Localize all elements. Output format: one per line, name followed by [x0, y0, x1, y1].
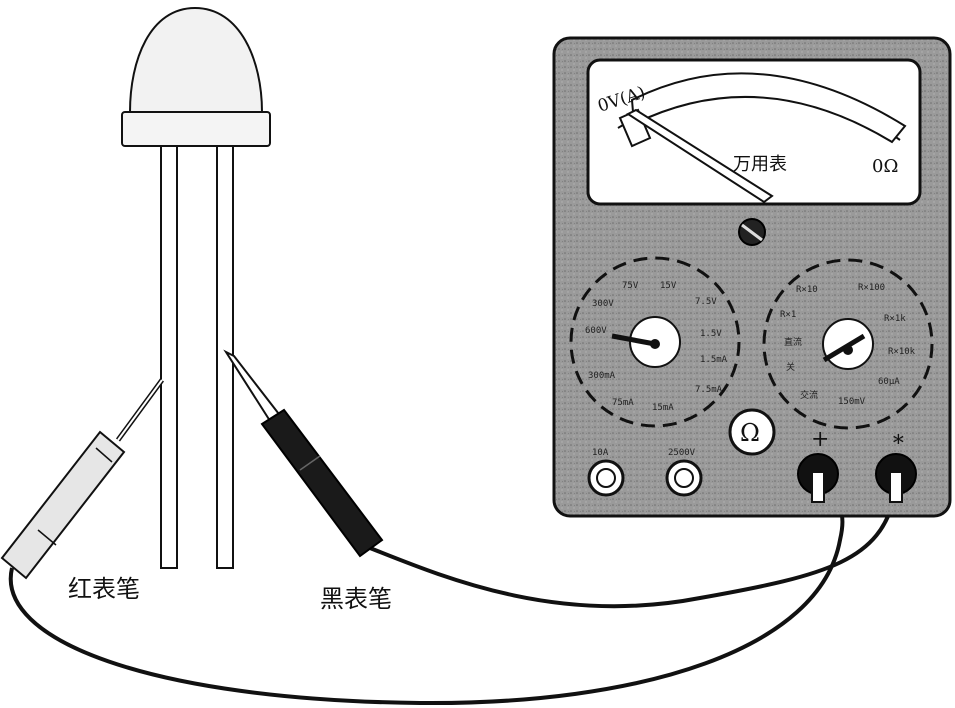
left-mark-300ma: 300mA: [588, 371, 616, 381]
left-mark-7-5ma: 7.5mA: [695, 385, 723, 395]
led-lead-left: [160, 145, 178, 569]
jack-plus[interactable]: [797, 453, 839, 503]
red-probe-label: 红表笔: [68, 575, 140, 603]
led-dome: [128, 6, 264, 113]
red-probe: [0, 378, 165, 580]
jack-common[interactable]: [875, 453, 917, 503]
led: [121, 6, 271, 569]
black-probe-handle: [260, 408, 384, 558]
meter-needle: [625, 108, 774, 204]
jack-10a[interactable]: [587, 459, 625, 497]
left-mark-75ma: 75mA: [612, 398, 634, 408]
jack-plus-label: +: [811, 427, 829, 452]
multimeter: 0V(A) 0Ω 万用表 75V 15V 300V 7.5V 600V 1.5V…: [552, 36, 952, 518]
red-probe-wire: [8, 494, 845, 706]
black-probe-label: 黑表笔: [320, 585, 392, 613]
left-mark-75v: 75V: [622, 281, 639, 291]
right-mark-60ua: 60μA: [878, 377, 900, 387]
left-dial-pointer: [611, 333, 656, 347]
left-mark-15v: 15V: [660, 281, 677, 291]
left-mark-300v: 300V: [592, 299, 614, 309]
right-mark-off: 关: [786, 361, 795, 373]
right-mark-rx1k: R×1k: [884, 314, 906, 324]
meter-name-label: 万用表: [733, 154, 787, 175]
right-mark-150mv: 150mV: [838, 397, 866, 407]
right-range-dial[interactable]: R×10 R×100 R×1 R×1k 直流 R×10k 关 60μA 交流 1…: [762, 258, 934, 430]
jack-10a-label: 10A: [592, 448, 609, 458]
left-mark-1-5v: 1.5V: [700, 329, 722, 339]
right-mark-rx100: R×100: [858, 283, 885, 293]
zero-adjust-screw[interactable]: [738, 218, 766, 246]
right-mark-dc: 直流: [784, 336, 802, 348]
left-mark-600v: 600V: [585, 326, 607, 336]
ohm-adjust-knob[interactable]: Ω: [728, 408, 776, 456]
left-mark-15ma: 15mA: [652, 403, 674, 413]
left-mark-7-5v: 7.5V: [695, 297, 717, 307]
red-probe-handle: [0, 430, 126, 580]
jack-2500v[interactable]: [665, 459, 703, 497]
black-probe-wire: [369, 494, 897, 609]
right-mark-rx1: R×1: [780, 310, 796, 320]
left-mark-1-5ma: 1.5mA: [700, 355, 728, 365]
right-mark-rx10: R×10: [796, 285, 818, 295]
led-base-rim: [121, 111, 271, 147]
black-probe-tip: [223, 349, 284, 426]
jack-common-label: ∗: [891, 427, 906, 452]
jack-2500v-label: 2500V: [668, 448, 696, 458]
ohm-knob-symbol: Ω: [740, 419, 760, 447]
black-probe: [223, 349, 384, 558]
right-mark-rx10k: R×10k: [888, 347, 916, 357]
scale-right-label: 0Ω: [872, 156, 898, 177]
right-mark-ac: 交流: [800, 389, 818, 401]
left-range-dial[interactable]: 75V 15V 300V 7.5V 600V 1.5V 1.5mA 300mA …: [569, 256, 741, 428]
